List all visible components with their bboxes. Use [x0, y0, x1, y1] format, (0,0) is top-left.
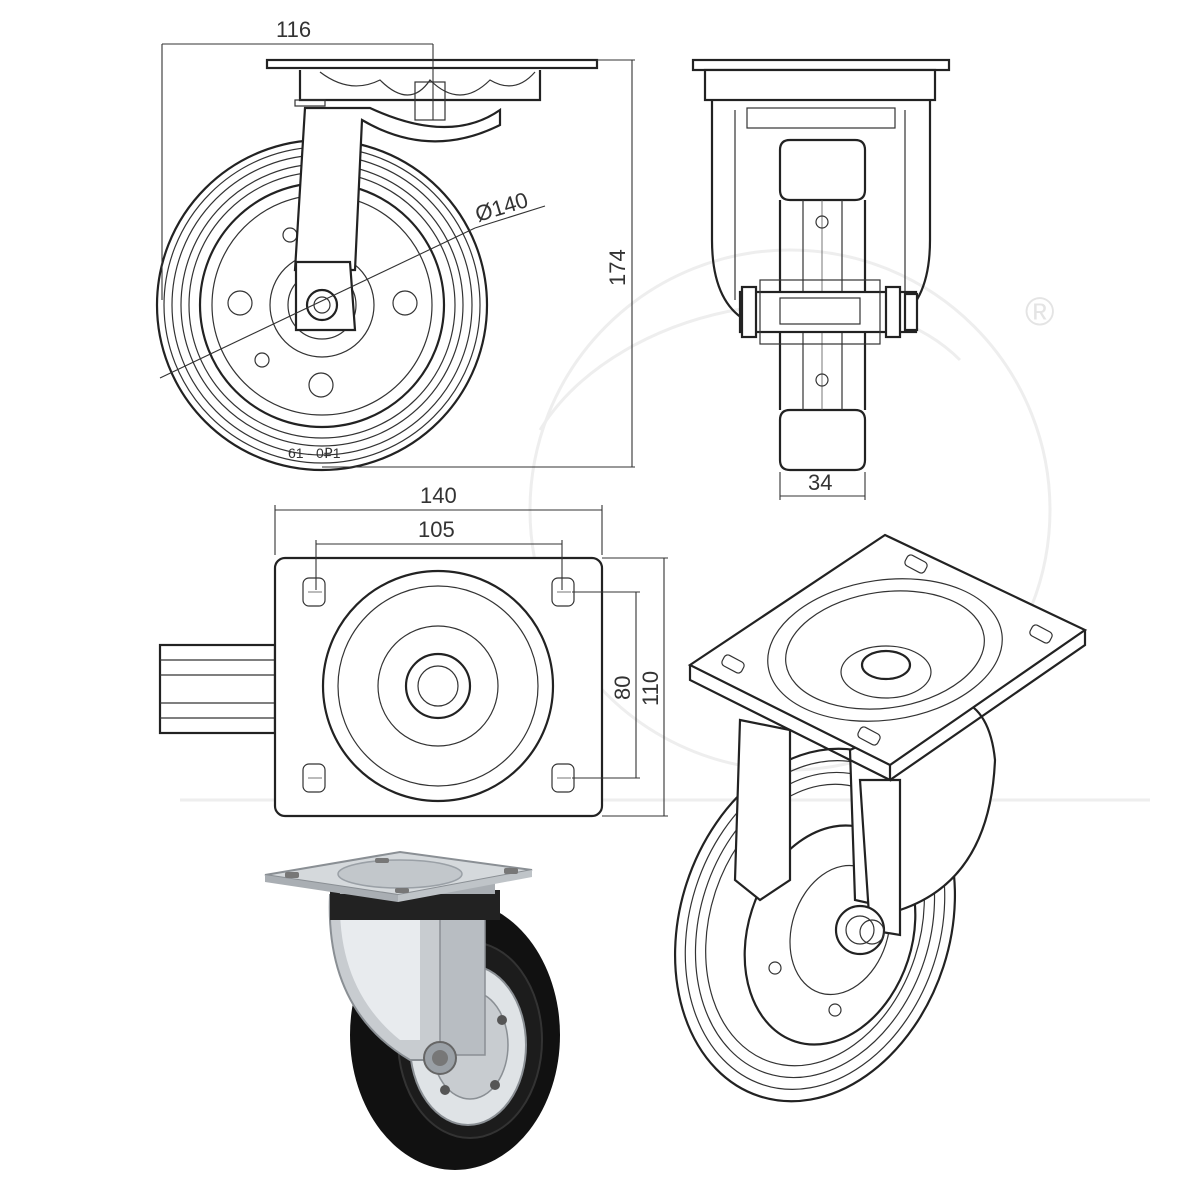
dim-total-height: 174	[605, 249, 630, 286]
dim-plate-width: 110	[638, 671, 663, 706]
dim-plate-length: 140	[420, 483, 457, 508]
registered-mark: ®	[1025, 290, 1054, 334]
side-view: Ø140 116 174 61 - 0₽1	[155, 17, 635, 472]
isometric-view	[673, 533, 1088, 1103]
wheel-marking: 61 - 0₽1	[288, 445, 341, 461]
caster-photo	[264, 850, 560, 1170]
front-view: 34	[691, 58, 951, 500]
dim-wheel-diameter: Ø140	[472, 187, 531, 227]
dim-wheel-width: 34	[808, 470, 832, 495]
dim-hole-spacing-width: 80	[610, 676, 635, 700]
dim-hole-spacing-length: 105	[418, 517, 455, 542]
dim-mount-width: 116	[276, 17, 311, 42]
top-view: 140 105 80 110	[158, 483, 668, 818]
